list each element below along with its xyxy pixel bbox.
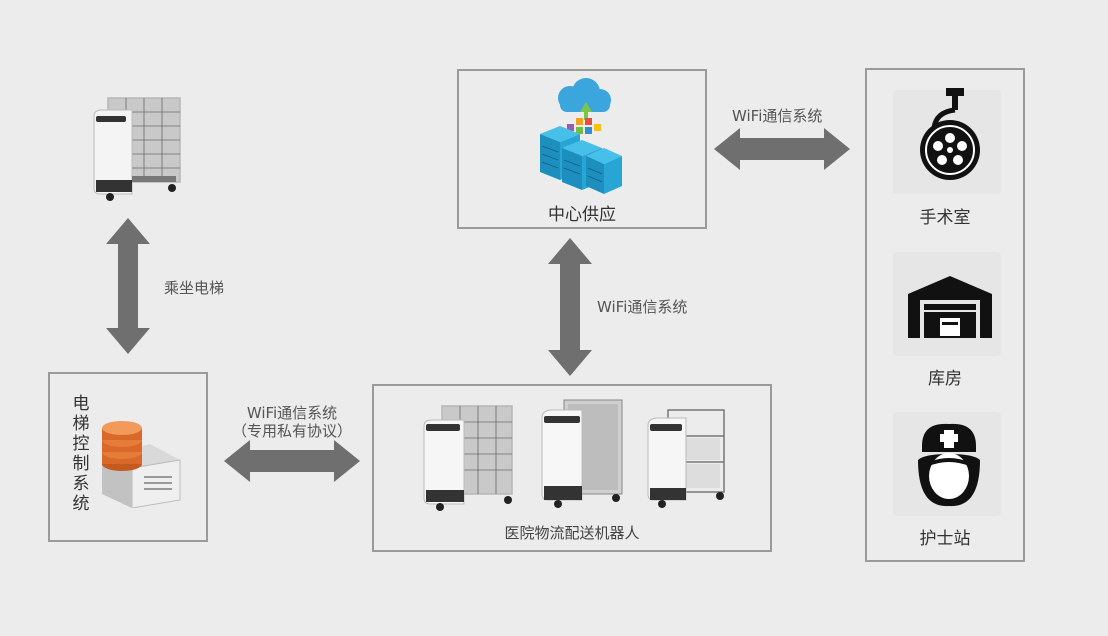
wifi-left-label-2: （专用私有协议） (231, 422, 352, 440)
destination-label-operating-room: 手术室 (919, 208, 971, 228)
robots-label: 医院物流配送机器人 (504, 524, 640, 542)
destination-label-nurse-station: 护士站 (919, 529, 971, 549)
warehouse-icon (908, 276, 992, 338)
robots-box (372, 384, 772, 552)
wifi-vertical-double-arrow (548, 238, 592, 376)
wifi-left-double-arrow (224, 440, 360, 482)
wifi-top-label: WiFi通信系统 (732, 107, 823, 125)
database-server-icon (96, 416, 186, 508)
destination-label-warehouse: 库房 (928, 369, 962, 389)
surgical-lamp-icon (916, 88, 982, 182)
wifi-vertical-label: WiFi通信系统 (597, 298, 688, 316)
robot-fleet-image (412, 396, 742, 512)
wifi-left-label-1: WiFi通信系统 (246, 404, 338, 422)
destinations-panel (865, 68, 1025, 562)
wifi-top-double-arrow (714, 128, 850, 170)
elevator-control-label: 电 梯 控 制 系 统 (72, 394, 90, 514)
lift-label: 乘坐电梯 (164, 279, 225, 297)
central-supply-label: 中心供应 (548, 205, 616, 225)
single-robot-image (86, 92, 186, 204)
nurse-icon (914, 422, 984, 508)
elevator-control-box (48, 372, 208, 542)
central-supply-box (457, 69, 707, 229)
lift-double-arrow (106, 218, 150, 354)
cloud-server-icon (536, 76, 628, 194)
